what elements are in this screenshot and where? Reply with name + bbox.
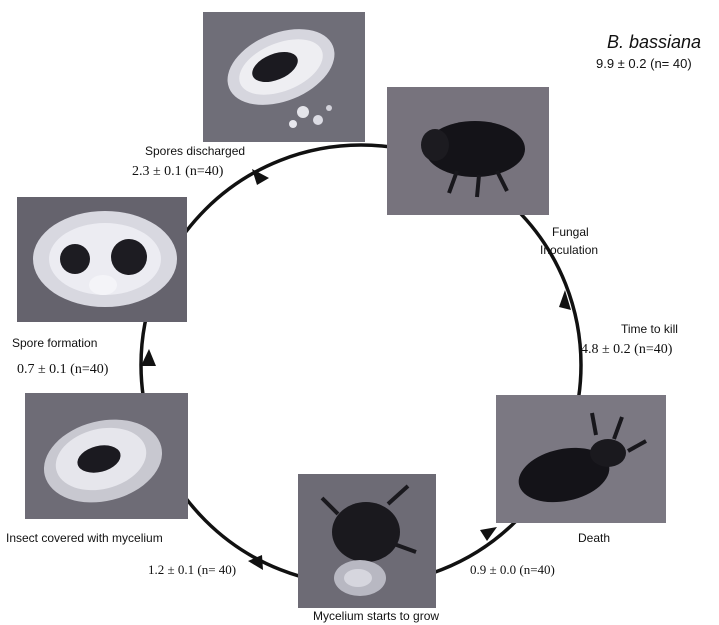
mycelium-grow-label: Mycelium starts to grow [313,609,439,623]
spore-formation-value: 0.7 ± 0.1 (n=40) [17,362,108,378]
spores-discharged-label: Spores discharged [145,144,245,158]
death-photo [496,395,666,523]
time-to-kill-value: 4.8 ± 0.2 (n=40) [581,342,672,358]
time-to-kill-label: Time to kill [621,322,678,336]
death-label: Death [578,531,610,545]
species-title: B. bassiana [607,32,701,53]
insect-covered-label: Insect covered with mycelium [6,531,163,545]
total-duration-value: 9.9 ± 0.2 (n= 40) [596,56,692,71]
spores-discharged-value: 2.3 ± 0.1 (n=40) [132,164,223,180]
fungal-inoculation-photo [387,87,549,215]
spore-formation-photo [17,197,187,322]
fungal-inoculation-label-line2: Inoculation [540,243,598,257]
spore-formation-label: Spore formation [12,336,97,350]
spores-discharged-photo [203,12,365,142]
fungal-inoculation-label: Fungal [552,225,589,239]
insect-covered-value: 1.2 ± 0.1 (n= 40) [148,562,236,578]
mycelium-grow-photo [298,474,436,608]
cycle-arrow-top [252,169,269,185]
cycle-arrow-left [141,349,156,366]
death-value: 0.9 ± 0.0 (n=40) [470,562,555,578]
insect-covered-photo [25,393,188,519]
